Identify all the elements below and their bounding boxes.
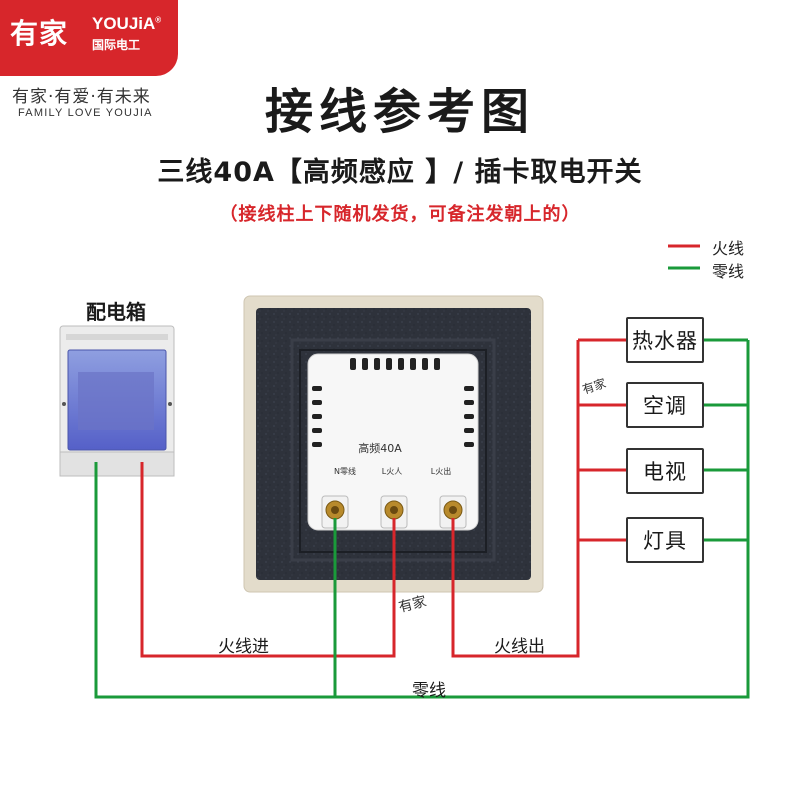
slogan-cn: 有家·有爱·有未来 [12,87,151,107]
distribution-box [59,325,175,477]
watermark-2: 有家 [397,593,428,616]
wire-label-live-out: 火线出 [494,637,545,657]
load-lights: 灯具 [626,517,704,563]
brand-logo: 有家 YOUJiA® 国际电工 [0,0,178,76]
terminal-label-n: N零线 [334,466,356,476]
brand-sub: 国际电工 [92,38,141,52]
load-water-heater: 热水器 [626,317,704,363]
wire-label-live-in: 火线进 [218,637,269,657]
brand-name-en: YOUJiA® [92,14,162,33]
switch-panel [243,295,544,593]
shipping-note: （接线柱上下随机发货，可备注发朝上的） [219,204,581,225]
wire-label-neutral: 零线 [412,681,446,701]
terminal-label-l-in: L火人 [382,467,402,476]
load-tv: 电视 [626,448,704,494]
terminal-label-l-out: L火出 [431,466,451,476]
distribution-box-label: 配电箱 [86,300,146,324]
page-title: 接线参考图 [264,84,535,140]
load-air-conditioner: 空调 [626,382,704,428]
neutral-wires [94,338,750,699]
slogan-en: FAMILY LOVE YOUJIA [18,107,153,119]
brand-name-cn: 有家 [10,17,69,50]
live-wires [140,338,626,658]
watermarks: 有家 有家 [397,375,608,616]
page-subtitle: 三线40A【高频感应 】/ 插卡取电开关 [157,157,643,188]
watermark-1: 有家 [580,375,607,397]
legend-neutral-label: 零线 [712,262,745,281]
legend-live-label: 火线 [712,239,745,258]
module-label: 高频40A [358,441,402,455]
terminal-screws [321,495,467,529]
